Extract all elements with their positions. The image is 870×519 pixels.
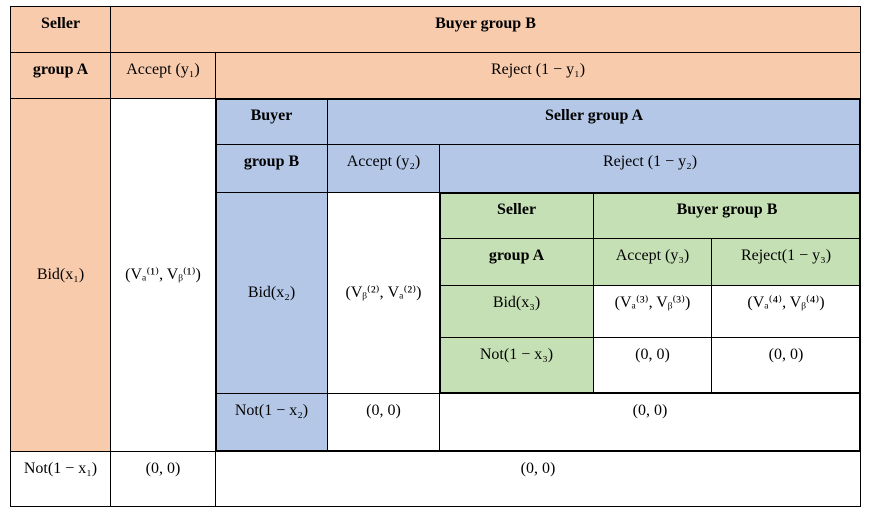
level1-column-header: Buyer group B	[110, 6, 861, 53]
level3-bid-accept-payoff: (Vₐ⁽³⁾, Vᵦ⁽³⁾)	[593, 285, 712, 338]
level1-not-row: Not(1 − x₁)	[10, 451, 111, 507]
level3-column-header: Buyer group B	[593, 192, 861, 239]
level3-not-accept-payoff: (0, 0)	[593, 337, 712, 394]
level2-bid-row: Bid(x₂)	[215, 192, 328, 394]
level1-corner-bottom: group A	[10, 52, 111, 99]
level2-reject-header: Reject (1 − y₂)	[439, 144, 861, 193]
level1-not-reject-payoff: (0, 0)	[215, 451, 861, 507]
level1-bid-accept-payoff: (Vₐ⁽¹⁾, Vᵦ⁽¹⁾)	[110, 98, 216, 452]
level2-corner-bottom: group B	[215, 144, 328, 193]
level2-corner-top: Buyer	[215, 98, 328, 145]
level1-not-accept-payoff: (0, 0)	[110, 451, 216, 507]
level3-reject-header: Reject(1 − y₃)	[711, 238, 861, 286]
level1-accept-header: Accept (y₁)	[110, 52, 216, 99]
level3-bid-row: Bid(x₃)	[439, 285, 594, 338]
level3-bid-reject-payoff: (Vₐ⁽⁴⁾, Vᵦ⁽⁴⁾)	[711, 285, 861, 338]
level3-corner-bottom: group A	[439, 238, 594, 286]
level2-not-accept-payoff: (0, 0)	[327, 393, 440, 452]
level3-corner-top: Seller	[439, 192, 594, 239]
level1-bid-row: Bid(x₁)	[10, 98, 111, 452]
level2-accept-header: Accept (y₂)	[327, 144, 440, 193]
level2-column-header: Seller group A	[327, 98, 861, 145]
level2-bid-accept-payoff: (Vᵦ⁽²⁾, Vₐ⁽²⁾)	[327, 192, 440, 394]
level3-not-row: Not(1 − x₃)	[439, 337, 594, 394]
level3-not-reject-payoff: (0, 0)	[711, 337, 861, 394]
level1-reject-header: Reject (1 − y₁)	[215, 52, 861, 99]
level3-accept-header: Accept (y₃)	[593, 238, 712, 286]
level2-not-row: Not(1 − x₂)	[215, 393, 328, 452]
level2-not-reject-payoff: (0, 0)	[439, 393, 861, 452]
level1-corner-top: Seller	[10, 6, 111, 53]
